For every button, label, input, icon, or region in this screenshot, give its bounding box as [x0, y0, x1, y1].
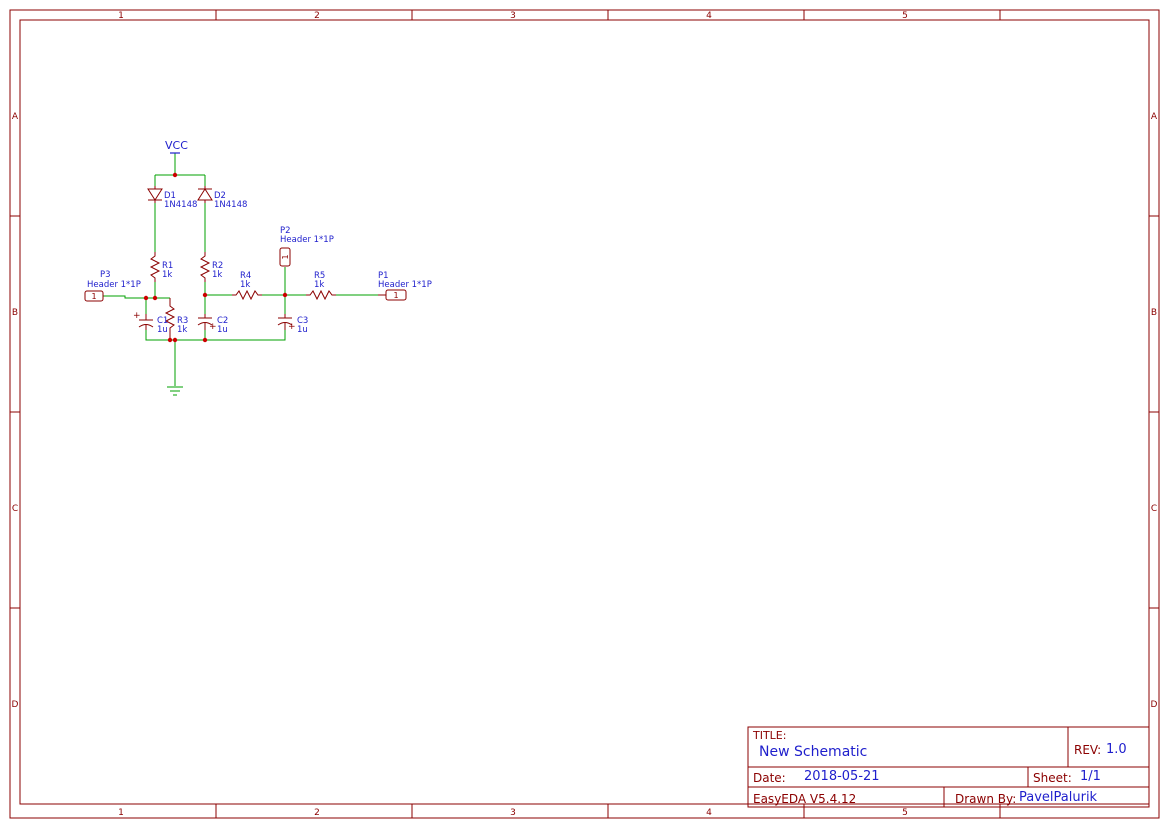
- junction-dot: [172, 337, 178, 343]
- sheet-value[interactable]: 1/1: [1080, 769, 1101, 784]
- d1-ref: D1: [164, 191, 176, 201]
- capacitor-c1[interactable]: [138, 314, 154, 330]
- junction-dot: [172, 172, 178, 178]
- c1-value: 1u: [157, 325, 168, 335]
- date-label: Date:: [753, 771, 786, 785]
- c3-ref: C3: [297, 316, 308, 326]
- junction-dot: [152, 295, 158, 301]
- vcc-power-symbol[interactable]: VCC: [165, 139, 188, 154]
- r2-value: 1k: [212, 270, 222, 280]
- r3-value: 1k: [177, 325, 187, 335]
- row-label-right: A: [1151, 112, 1158, 122]
- col-label-top: 3: [510, 11, 516, 21]
- drawn-by-value[interactable]: PavelPalurik: [1019, 790, 1098, 805]
- r5-value: 1k: [314, 280, 324, 290]
- capacitor-c3[interactable]: [277, 314, 293, 330]
- junction-dot: [167, 337, 173, 343]
- header-p1[interactable]: 1: [378, 289, 407, 301]
- col-label-top: 5: [902, 11, 908, 21]
- row-label-left: A: [12, 112, 19, 122]
- row-label-right: D: [1151, 700, 1158, 710]
- title-block-grid: [747, 726, 1150, 808]
- software-version: EasyEDA V5.4.12: [753, 792, 857, 806]
- sheet-label: Sheet:: [1033, 771, 1072, 785]
- p2-ref: P2: [280, 226, 291, 236]
- p2-value: Header 1*1P: [280, 235, 334, 245]
- r4-value: 1k: [240, 280, 250, 290]
- diode-d1[interactable]: [147, 186, 163, 203]
- junction-dot: [282, 292, 288, 298]
- ground-symbol[interactable]: [167, 386, 183, 396]
- r3-ref: R3: [177, 316, 188, 326]
- col-label-bottom: 4: [706, 808, 712, 818]
- rev-label: REV:: [1074, 743, 1102, 757]
- col-label-top: 4: [706, 11, 712, 21]
- r4-ref: R4: [240, 271, 251, 281]
- wires: [103, 153, 378, 386]
- p1-value: Header 1*1P: [378, 280, 432, 290]
- row-label-right: C: [1151, 504, 1157, 514]
- c2-value: 1u: [217, 325, 228, 335]
- date-value[interactable]: 2018-05-21: [804, 769, 880, 784]
- c2-plus: +: [209, 322, 217, 332]
- c3-value: 1u: [297, 325, 308, 335]
- p3-ref: P3: [100, 270, 111, 280]
- rev-value[interactable]: 1.0: [1106, 742, 1127, 757]
- header-p3[interactable]: 1: [84, 290, 104, 302]
- p1-ref: P1: [378, 271, 389, 281]
- vcc-label: VCC: [165, 139, 188, 152]
- frame-labels: 1 2 3 4 5 1 2 3 4 5 A B C D A B C D: [12, 11, 1158, 818]
- p3-value: Header 1*1P: [87, 280, 141, 290]
- p2-pin-label: 1: [281, 254, 290, 259]
- resistor-r5[interactable]: [306, 289, 336, 301]
- drawn-by-label: Drawn By:: [955, 792, 1017, 806]
- row-label-left: B: [12, 308, 18, 318]
- p1-pin-label: 1: [393, 291, 398, 300]
- component-labels: D1 1N4148 D2 1N4148 P2 Header 1*1P R1 1k…: [87, 191, 432, 335]
- junction-dot: [202, 292, 208, 298]
- col-label-top: 1: [118, 11, 124, 21]
- col-label-top: 2: [314, 11, 320, 21]
- d1-value: 1N4148: [164, 200, 197, 210]
- row-label-left: C: [12, 504, 18, 514]
- title-value[interactable]: New Schematic: [759, 744, 868, 760]
- d2-ref: D2: [214, 191, 226, 201]
- c1-plus: +: [133, 311, 141, 321]
- r2-ref: R2: [212, 261, 223, 271]
- col-label-bottom: 5: [902, 808, 908, 818]
- row-label-left: D: [12, 700, 19, 710]
- c3-plus: +: [288, 322, 296, 332]
- r5-ref: R5: [314, 271, 325, 281]
- sheet-frame: [9, 9, 1160, 819]
- col-label-bottom: 2: [314, 808, 320, 818]
- col-label-bottom: 1: [118, 808, 124, 818]
- resistor-r4[interactable]: [232, 289, 262, 301]
- resistor-r3[interactable]: [164, 298, 176, 340]
- col-label-bottom: 3: [510, 808, 516, 818]
- resistor-r2[interactable]: [199, 252, 211, 282]
- c1-ref: C1: [157, 316, 168, 326]
- c2-ref: C2: [217, 316, 228, 326]
- row-label-right: B: [1151, 308, 1157, 318]
- polarity-markers: + + +: [133, 311, 296, 332]
- resistor-r1[interactable]: [149, 252, 161, 282]
- title-label: TITLE:: [753, 729, 787, 742]
- capacitor-c2[interactable]: [197, 314, 213, 330]
- junctions: [143, 172, 288, 343]
- junction-dot: [143, 295, 149, 301]
- r1-ref: R1: [162, 261, 173, 271]
- diode-d2[interactable]: [197, 186, 213, 203]
- junction-dot: [202, 337, 208, 343]
- header-p2[interactable]: 1: [279, 247, 291, 267]
- r1-value: 1k: [162, 270, 172, 280]
- p3-pin-label: 1: [91, 292, 96, 301]
- d2-value: 1N4148: [214, 200, 247, 210]
